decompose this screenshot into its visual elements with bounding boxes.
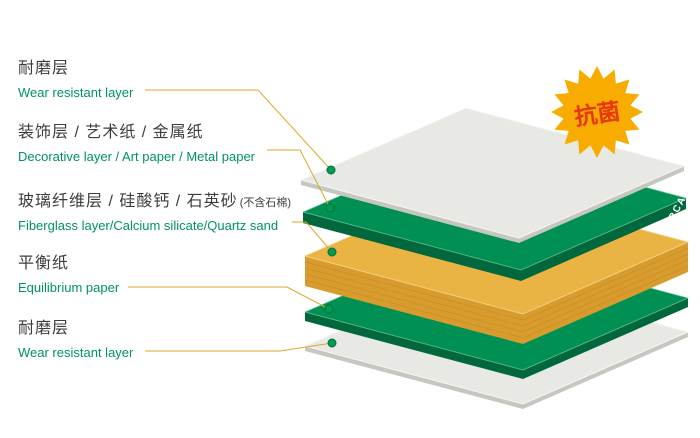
- label-equilibrium-en: Equilibrium paper: [18, 280, 120, 295]
- core-sheet-lines: [304, 247, 689, 339]
- layer-face-side-left: [305, 256, 523, 344]
- leader-line-core: [292, 221, 333, 253]
- label-wear-bottom-zh: 耐磨层: [18, 320, 70, 337]
- label-wear-top-zh: 耐磨层: [18, 60, 70, 77]
- leader-line-decorative: [267, 149, 331, 209]
- label-core: 玻璃纤维层 / 硅酸钙 / 石英砂(不含石棉) Fiberglass layer…: [18, 187, 291, 233]
- leader-line-wear-bottom: [145, 342, 333, 352]
- label-wear-bottom: 耐磨层 Wear resistant layer: [18, 314, 133, 360]
- label-core-zh: 玻璃纤维层 / 硅酸钙 / 石英砂(不含石棉): [18, 187, 291, 211]
- label-core-en: Fiberglass layer/Calcium silicate/Quartz…: [18, 218, 279, 233]
- label-decorative: 装饰层 / 艺术纸 / 金属纸 Decorative layer / Art p…: [18, 118, 255, 164]
- badge-text: 抗菌: [573, 98, 622, 130]
- layer-face-side-right: [521, 198, 686, 281]
- label-equilibrium-zh: 平衡纸: [18, 255, 70, 272]
- leader-dot-equilibrium: [324, 304, 334, 314]
- label-core-zh-main: 玻璃纤维层 / 硅酸钙 / 石英砂: [18, 193, 238, 210]
- layer-face-side-right: [523, 332, 688, 409]
- leader-dots: [324, 165, 337, 348]
- layer-face-side-left: [305, 312, 523, 379]
- leader-line-wear-top: [145, 89, 332, 171]
- label-wear-top: 耐磨层 Wear resistant layer: [18, 54, 133, 100]
- leader-dot-wear-top: [326, 165, 336, 175]
- layer-face-side-left: [305, 346, 523, 409]
- layer-face-side-right: [519, 166, 684, 243]
- leader-dot-decorative: [325, 203, 335, 213]
- layer-face-side-right: [523, 242, 688, 344]
- layer-stack: FORCA: [299, 107, 690, 409]
- layer-face-side-left: [301, 180, 519, 243]
- label-core-zh-note: (不含石棉): [239, 197, 292, 209]
- label-equilibrium: 平衡纸 Equilibrium paper: [18, 249, 119, 295]
- leader-line-equilibrium: [128, 286, 330, 310]
- starburst-icon: [551, 66, 643, 158]
- leader-lines: [128, 89, 333, 352]
- label-decorative-zh: 装饰层 / 艺术纸 / 金属纸: [18, 124, 204, 141]
- layer-face-side-left: [303, 212, 521, 281]
- label-wear-bottom-en: Wear resistant layer: [18, 345, 134, 360]
- label-decorative-en: Decorative layer / Art paper / Metal pap…: [18, 149, 256, 164]
- leader-dot-core: [327, 247, 337, 257]
- layer-face-side-right: [523, 298, 688, 379]
- leader-dot-wear-bottom: [327, 338, 337, 348]
- antibacterial-badge: 抗菌: [551, 66, 643, 158]
- label-wear-top-en: Wear resistant layer: [18, 85, 134, 100]
